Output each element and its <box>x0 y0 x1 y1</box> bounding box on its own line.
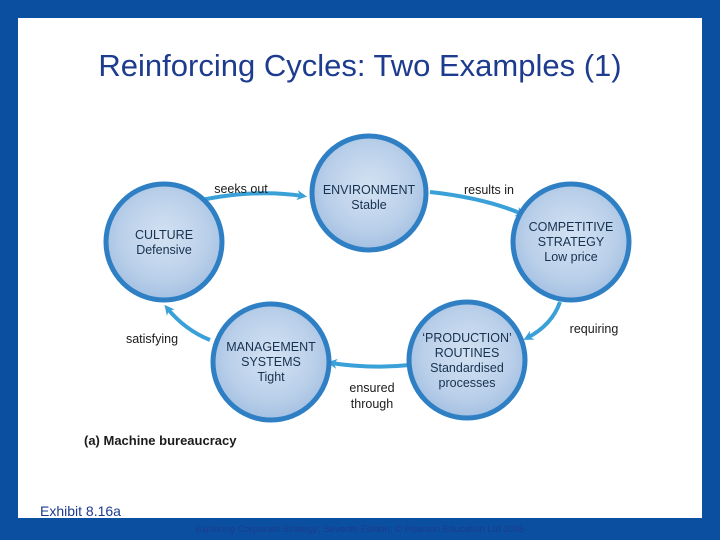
node-production-line-1: ‘PRODUCTION’ <box>422 331 512 345</box>
footer-copyright: Exploring Corporate Strategy, Seventh Ed… <box>0 524 720 535</box>
edge-label-through: through <box>351 397 393 411</box>
node-culture-line-1: CULTURE <box>135 228 193 242</box>
node-management-systems: MANAGEMENT SYSTEMS Tight <box>210 301 332 423</box>
node-production-routines: ‘PRODUCTION’ ROUTINES Standardised proce… <box>406 299 528 421</box>
arrow-ensured-through <box>327 358 411 369</box>
node-production-line-2: ROUTINES <box>435 346 500 360</box>
edge-label-results-in: results in <box>464 183 514 197</box>
arrow-results-in <box>429 190 526 217</box>
edge-label-seeks-out: seeks out <box>214 182 268 196</box>
edge-label-requiring: requiring <box>570 322 619 336</box>
footer-book-title: Exploring Corporate Strategy <box>195 524 318 535</box>
node-environment-line-2: Stable <box>351 198 386 212</box>
arrow-satisfying <box>164 304 211 342</box>
diagram-caption: (a) Machine bureaucracy <box>84 433 237 448</box>
node-environment-line-1: ENVIRONMENT <box>323 183 416 197</box>
node-culture: CULTURE Defensive <box>103 181 225 303</box>
node-culture-line-2: Defensive <box>136 243 192 257</box>
arrow-requiring <box>523 301 562 340</box>
node-competitive-strategy: COMPETITIVE STRATEGY Low price <box>510 181 632 303</box>
edge-label-ensured: ensured <box>349 381 394 395</box>
edge-label-satisfying: satisfying <box>126 332 178 346</box>
node-management-line-2: SYSTEMS <box>241 355 301 369</box>
node-strategy-line-2: STRATEGY <box>538 235 605 249</box>
footer-edition: , Seventh Edition, © Pearson Education L… <box>317 524 525 535</box>
node-strategy-line-1: COMPETITIVE <box>529 220 614 234</box>
node-production-line-4: processes <box>439 376 496 390</box>
node-management-line-3: Tight <box>257 370 285 384</box>
node-production-line-3: Standardised <box>430 361 504 375</box>
node-management-line-1: MANAGEMENT <box>226 340 316 354</box>
node-strategy-line-3: Low price <box>544 250 598 264</box>
slide-title: Reinforcing Cycles: Two Examples (1) <box>98 48 622 83</box>
exhibit-label: Exhibit 8.16a <box>40 503 121 519</box>
node-environment: ENVIRONMENT Stable <box>309 133 429 253</box>
